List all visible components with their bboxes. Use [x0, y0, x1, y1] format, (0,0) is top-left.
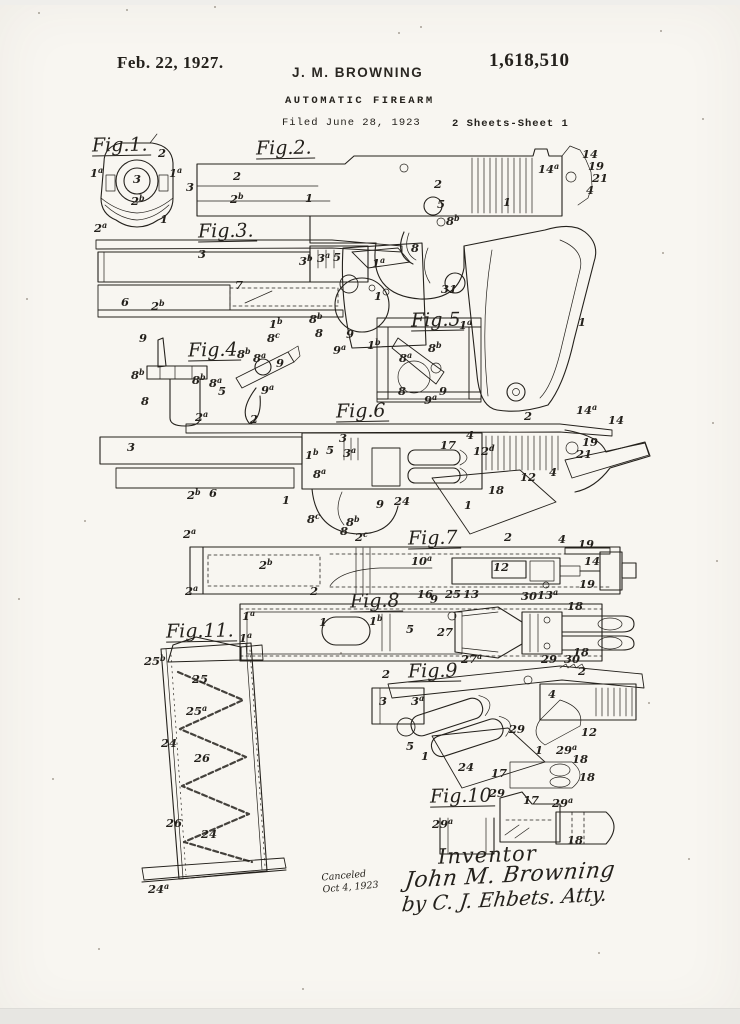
patent-number: 1,618,510: [489, 50, 570, 71]
fig8-drawing: [239, 603, 635, 662]
fig7-drawing: [189, 546, 637, 595]
scan-edge-top: [0, 0, 740, 5]
fig9-drawing: [371, 663, 645, 789]
invention-title: AUTOMATIC FIREARM: [285, 95, 435, 107]
sheet-number: 2 Sheets-Sheet 1: [452, 118, 569, 130]
canceled-note: Canceled Oct 4, 1923: [321, 868, 379, 897]
fig10-drawing: [439, 791, 615, 855]
fig2-drawing: [196, 145, 597, 412]
fig1-drawing: [100, 133, 174, 228]
fig11-drawing: [141, 636, 287, 883]
patent-date: Feb. 22, 1927.: [117, 53, 224, 72]
fig6-drawing: [99, 423, 651, 535]
inventor-name: J. M. BROWNING: [292, 65, 424, 80]
fig5-drawing: [376, 317, 482, 403]
fig4-drawing: [146, 337, 301, 427]
scan-edge-bottom: [0, 1008, 740, 1024]
filed-date: Filed June 28, 1923: [282, 117, 421, 129]
fig3-drawing: [95, 239, 427, 349]
